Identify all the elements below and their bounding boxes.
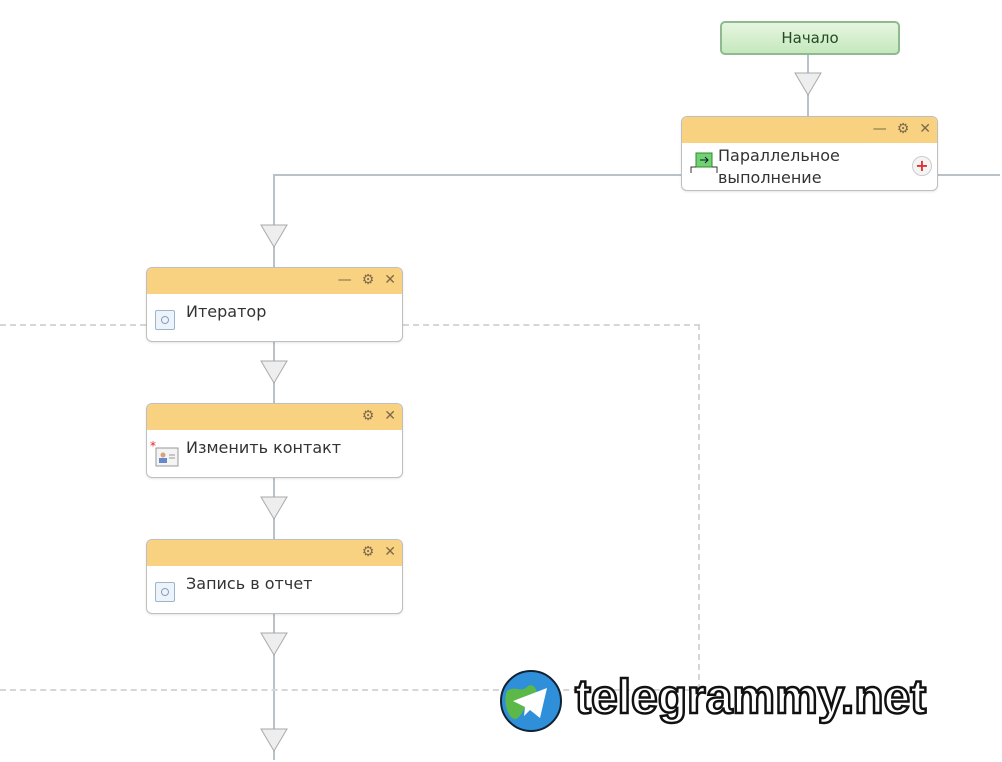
loop-connector — [0, 324, 146, 326]
arrow-down-icon[interactable] — [260, 632, 288, 656]
connector — [273, 174, 275, 268]
minimize-icon[interactable]: — — [337, 272, 352, 288]
gear-icon[interactable]: ⚙ — [361, 408, 375, 424]
connector — [274, 174, 682, 176]
arrow-down-icon[interactable] — [260, 360, 288, 384]
gear-icon[interactable]: ⚙ — [896, 121, 910, 137]
node-title: Параллельное — [718, 146, 840, 165]
close-icon[interactable]: ✕ — [384, 272, 396, 288]
node-change-contact[interactable]: ⚙ ✕ * Изменить контакт — [146, 403, 403, 478]
node-title: Изменить контакт — [186, 438, 342, 457]
node-header[interactable]: ⚙ ✕ — [147, 404, 402, 430]
connector — [938, 174, 1000, 176]
add-branch-button[interactable]: + — [912, 156, 932, 176]
node-iterator[interactable]: — ⚙ ✕ Итератор — [146, 267, 403, 342]
close-icon[interactable]: ✕ — [384, 544, 396, 560]
telegram-globe-logo — [500, 670, 562, 732]
gear-icon[interactable]: ⚙ — [361, 544, 375, 560]
node-header[interactable]: — ⚙ ✕ — [147, 268, 402, 294]
close-icon[interactable]: ✕ — [919, 121, 931, 137]
loop-connector — [403, 324, 700, 326]
node-title: Запись в отчет — [186, 574, 313, 593]
watermark-text: telegrammy.net — [574, 670, 928, 726]
svg-text:*: * — [150, 440, 156, 453]
loop-connector — [698, 324, 700, 690]
node-header[interactable]: — ⚙ ✕ — [682, 117, 937, 143]
node-title: Итератор — [186, 302, 267, 321]
loop-connector — [0, 689, 700, 691]
contact-card-icon: * — [150, 440, 179, 467]
node-parallel[interactable]: — ⚙ ✕ Параллельное выполнение + — [681, 116, 938, 191]
start-node[interactable]: Начало — [720, 21, 900, 55]
gear-icon[interactable]: ⚙ — [361, 272, 375, 288]
parallel-icon — [690, 152, 718, 173]
minimize-icon[interactable]: — — [872, 121, 887, 137]
arrow-down-icon[interactable] — [260, 728, 288, 752]
node-report[interactable]: ⚙ ✕ Запись в отчет — [146, 539, 403, 614]
arrow-down-icon[interactable] — [794, 72, 822, 96]
connector — [273, 612, 275, 760]
arrow-down-icon[interactable] — [260, 496, 288, 520]
arrow-down-icon[interactable] — [260, 224, 288, 248]
node-header[interactable]: ⚙ ✕ — [147, 540, 402, 566]
process-icon — [155, 582, 175, 602]
close-icon[interactable]: ✕ — [384, 408, 396, 424]
process-icon — [155, 310, 175, 330]
node-title: выполнение — [718, 168, 822, 187]
